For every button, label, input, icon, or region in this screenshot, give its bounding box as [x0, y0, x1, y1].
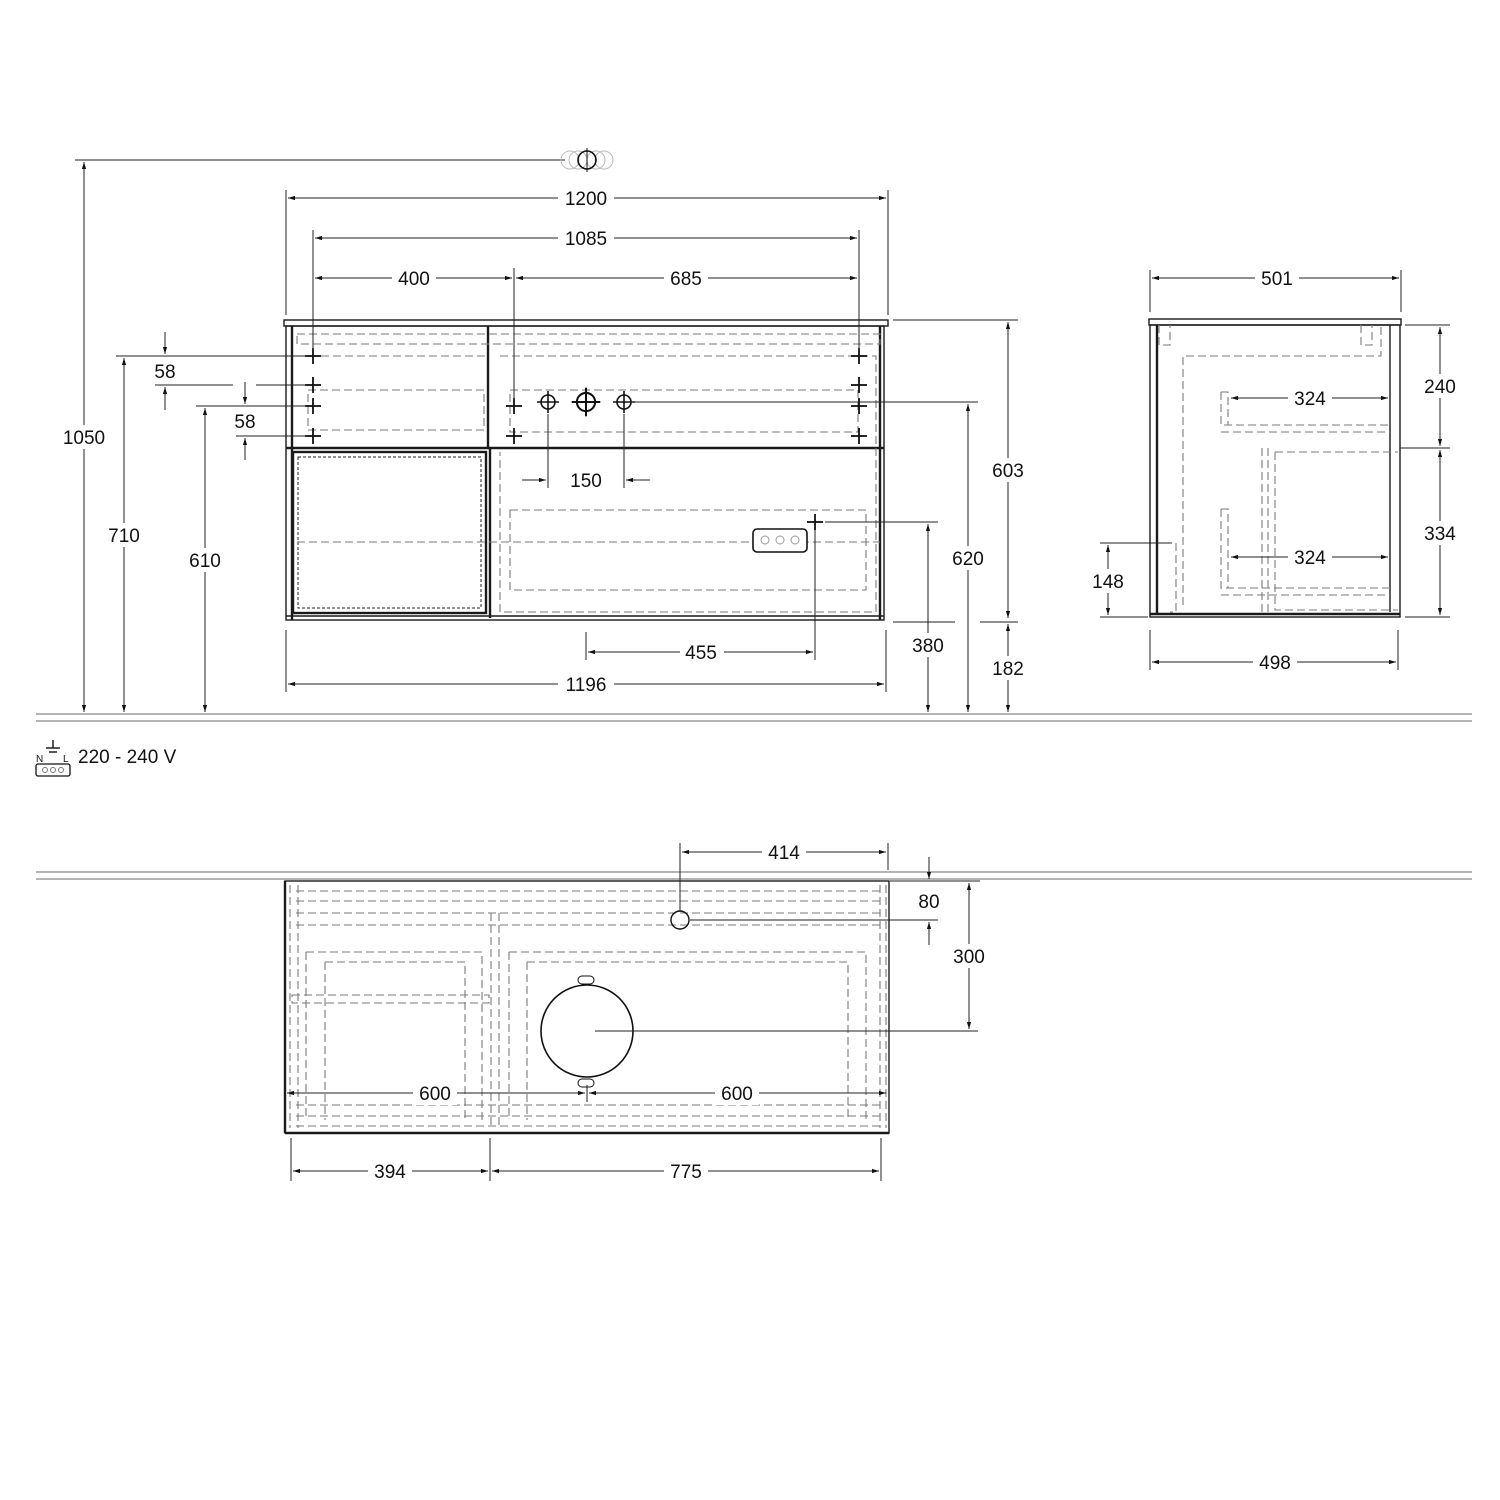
socket-earth-icon: N L [35, 740, 71, 777]
dim-upper-fix: 710 [108, 526, 140, 547]
socket-icon [752, 528, 808, 553]
dim-left-section: 400 [398, 269, 430, 290]
dim-socket-height: 380 [912, 636, 944, 657]
dim-lower-height: 334 [1424, 524, 1456, 545]
dim-overall-width-top: 1200 [565, 189, 607, 210]
dim-lower-fix-gap: 58 [234, 412, 255, 433]
mirror-light-icon [560, 148, 614, 172]
dim-floor-clearance: 182 [992, 659, 1024, 680]
dim-socket-offset: 455 [685, 643, 717, 664]
dim-upper-drawer-depth: 324 [1294, 389, 1326, 410]
front-view [58, 148, 1030, 712]
dim-tap-span: 1085 [565, 229, 607, 250]
dim-basin-outlet: 620 [952, 549, 984, 570]
dim-right-section: 685 [670, 269, 702, 290]
waste-outlet-icon [670, 910, 690, 930]
dim-depth-top: 501 [1261, 269, 1293, 290]
svg-text:L: L [63, 754, 69, 765]
dim-overall-width-bottom: 1196 [566, 675, 607, 696]
svg-text:N: N [36, 754, 43, 765]
dim-right-compartment: 775 [670, 1162, 702, 1183]
dim-left-compartment: 394 [374, 1162, 406, 1183]
top-view [283, 840, 991, 1183]
dim-siphon-from-wall: 300 [953, 947, 985, 968]
tap-hole-icon [536, 390, 560, 414]
power-supply-legend: N L 220 - 240 V [34, 738, 176, 778]
dim-waste-offset: 414 [768, 843, 800, 864]
dim-waste-from-wall: 80 [918, 892, 939, 913]
dim-tap-spacing: 150 [570, 471, 602, 492]
side-view [1088, 266, 1462, 674]
side-view-dimensions: 501 498 324 324 240 334 148 [1092, 269, 1456, 674]
dim-right-span: 600 [721, 1084, 753, 1105]
floor-line-front [36, 713, 1472, 722]
dim-total-height: 1050 [63, 428, 105, 449]
wall-line-top [36, 871, 1472, 880]
dim-upper-height: 240 [1424, 377, 1456, 398]
tap-hole-icon [570, 386, 602, 418]
dim-depth-bottom: 498 [1259, 653, 1291, 674]
front-view-dimensions: 1200 1085 400 685 150 455 1196 1050 710 … [63, 189, 1024, 696]
voltage-label: 220 - 240 V [78, 747, 177, 768]
dim-cabinet-height: 603 [992, 461, 1024, 482]
dim-upper-fix-gap: 58 [154, 362, 175, 383]
dim-lower-fix: 610 [189, 551, 221, 572]
top-view-dimensions: 414 80 300 600 600 394 775 [374, 843, 985, 1183]
dim-shelf-height: 148 [1092, 572, 1124, 593]
dim-left-span: 600 [419, 1084, 451, 1105]
dim-lower-drawer-depth: 324 [1294, 548, 1326, 569]
